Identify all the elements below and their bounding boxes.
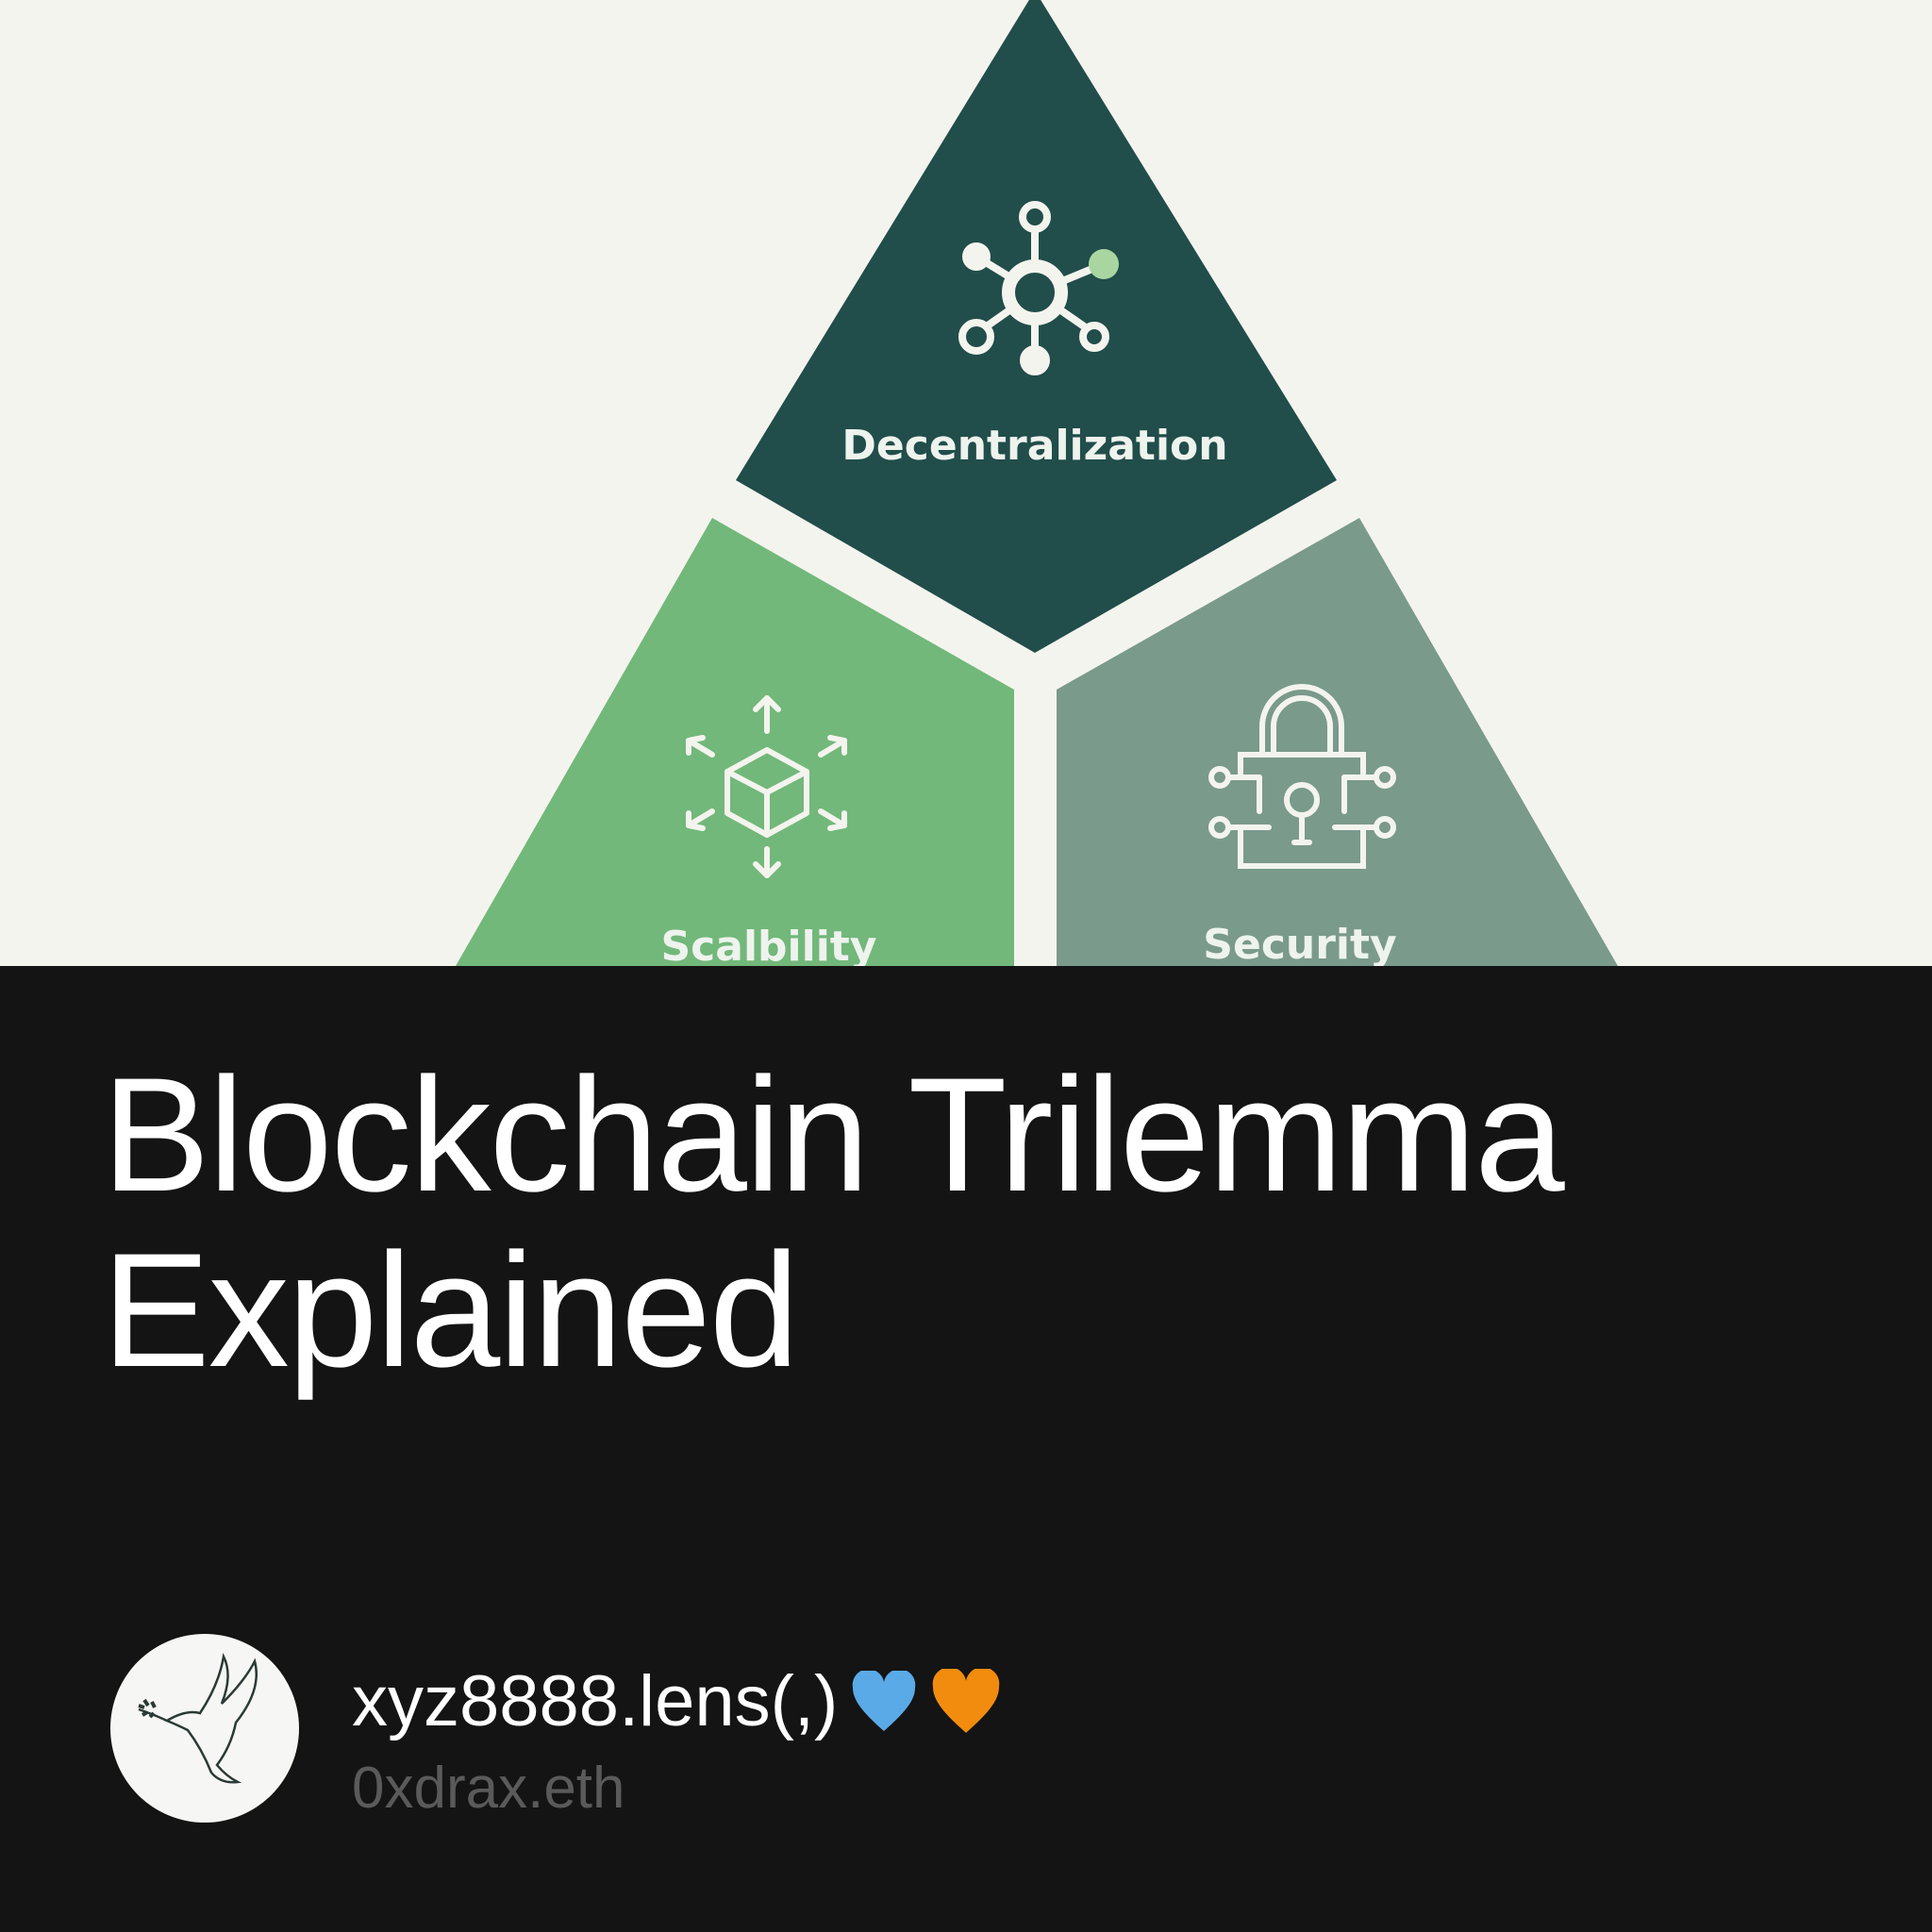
segment-security xyxy=(1057,518,1618,966)
title-line-2: Explained xyxy=(102,1220,799,1401)
segment-label: Scalbility xyxy=(660,923,876,966)
dove-icon xyxy=(138,1653,258,1784)
avatar[interactable] xyxy=(110,1634,299,1823)
circuit-lock-icon xyxy=(1208,684,1396,869)
blue-heart-icon xyxy=(853,1670,916,1731)
segment-label: Security xyxy=(1203,921,1396,966)
author-name-text: xyz8888.lens(,) xyxy=(352,1661,839,1741)
cover-image: Decentralization Scalbility Se xyxy=(0,0,1932,966)
trilemma-diagram: Decentralization Scalbility Se xyxy=(456,0,1618,966)
title-line-1: Blockchain Trilemma xyxy=(102,1044,1565,1225)
segment-label: Decentralization xyxy=(841,422,1227,470)
cube-expand-icon xyxy=(686,695,847,878)
segment-scalability xyxy=(456,518,1014,966)
author-handle[interactable]: 0xdrax.eth xyxy=(352,1756,625,1821)
post-title: Blockchain Trilemma Explained xyxy=(102,1044,1565,1401)
author-name[interactable]: xyz8888.lens(,) xyxy=(352,1660,1002,1742)
orange-heart-icon xyxy=(933,1668,1000,1733)
network-nodes-icon xyxy=(958,201,1119,375)
